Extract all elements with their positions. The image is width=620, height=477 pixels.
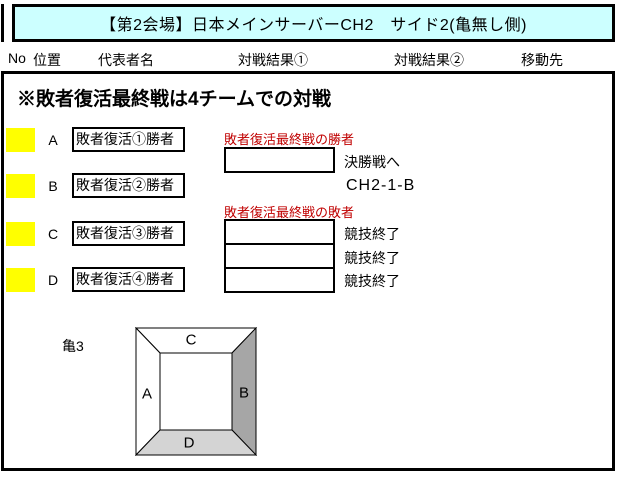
page-title: 【第2会場】日本メインサーバーCH2 サイド2(亀無し側) xyxy=(100,17,527,34)
row-marker-a xyxy=(6,128,35,152)
col-header-position: 位置 xyxy=(33,52,61,68)
column-header-row: No 位置 代表者名 対戦結果① 対戦結果② 移動先 xyxy=(1,42,615,74)
loser-label: 敗者復活最終戦の敗者 xyxy=(224,205,355,220)
sheet-frame xyxy=(1,4,615,471)
arena-side-top: C xyxy=(185,331,197,349)
team-cell-a[interactable]: 敗者復活①勝者 xyxy=(72,127,185,152)
arena-side-bottom: D xyxy=(183,434,195,452)
winner-destination-code: CH2-1-B xyxy=(346,177,416,194)
arena-side-right: B xyxy=(238,384,250,402)
winner-destination: 決勝戦へ xyxy=(344,154,400,170)
loser-result-box-2[interactable] xyxy=(224,243,335,269)
col-header-dest: 移動先 xyxy=(521,52,563,68)
row-marker-d xyxy=(6,268,35,292)
loser-destination-1: 競技終了 xyxy=(344,226,400,242)
note-text: ※敗者復活最終戦は4チームでの対戦 xyxy=(17,89,331,110)
loser-destination-3: 競技終了 xyxy=(344,273,400,289)
arena-side-left: A xyxy=(141,385,153,403)
winner-result-box[interactable] xyxy=(224,147,335,173)
team-cell-d[interactable]: 敗者復活④勝者 xyxy=(72,267,185,292)
row-letter-d: D xyxy=(47,272,59,288)
loser-destination-2: 競技終了 xyxy=(344,250,400,266)
row-letter-b: B xyxy=(48,178,58,194)
arena-svg xyxy=(135,327,257,456)
title-bar: 【第2会場】日本メインサーバーCH2 サイド2(亀無し側) xyxy=(12,4,615,42)
col-header-result2: 対戦結果② xyxy=(394,52,464,68)
loser-result-box-1[interactable] xyxy=(224,219,335,245)
team-cell-c[interactable]: 敗者復活③勝者 xyxy=(72,221,185,246)
col-header-result1: 対戦結果① xyxy=(238,52,308,68)
row-letter-a: A xyxy=(48,132,58,148)
row-marker-c xyxy=(6,222,35,246)
loser-result-box-3[interactable] xyxy=(224,267,335,293)
arena-label: 亀3 xyxy=(62,338,84,354)
arena-inner-square xyxy=(159,352,233,431)
arena-diagram: C A B D xyxy=(135,327,257,456)
row-letter-c: C xyxy=(47,226,59,242)
col-header-no: No xyxy=(8,50,26,66)
col-header-name: 代表者名 xyxy=(98,52,154,68)
row-marker-b xyxy=(6,174,35,198)
team-cell-b[interactable]: 敗者復活②勝者 xyxy=(72,173,185,198)
winner-label: 敗者復活最終戦の勝者 xyxy=(224,132,355,147)
